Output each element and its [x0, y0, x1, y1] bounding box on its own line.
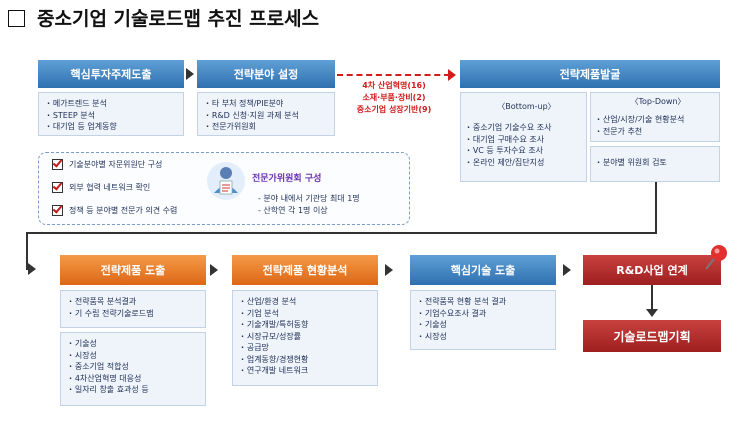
checkbox-square-icon [8, 10, 25, 27]
roadmap-plan-header: 기술로드맵기획 [583, 320, 721, 352]
list-item: 기술개발/특허동향 [241, 319, 377, 331]
list-item: 전략품목 현황 분석 결과 [419, 296, 555, 308]
list-item: 기술성 [69, 338, 205, 350]
red-note: 소재·부품·장비(2) [362, 93, 426, 102]
bottom-up-list: 중소기업 기술수요 조사 대기업 구매수요 조사 VC 등 투자수요 조사 온라… [467, 122, 586, 168]
top-down-list: 산업/시장/기술 현황분석 전문가 추천 [597, 114, 719, 137]
arrow-down-icon [646, 309, 658, 317]
list-item: - 분야 내에서 기관당 최대 1명 [258, 194, 360, 203]
top-down-panel: 〈Top-Down〉 산업/시장/기술 현황분석 전문가 추천 [590, 92, 720, 142]
red-notes: 4차 산업혁명(16) 소재·부품·장비(2) 중소기업 성장기반(9) [342, 80, 446, 116]
product-status-header: 전략제품 현황분석 [232, 255, 378, 285]
page-title: 중소기업 기술로드맵 추진 프로세스 [8, 4, 319, 31]
list-item: 중소기업 적합성 [69, 361, 205, 373]
arrow-right-icon [563, 264, 571, 276]
list-item: 대기업 등 업계동향 [47, 121, 183, 133]
checklist-item: 외부 협력 네트워크 확인 [52, 182, 150, 193]
list-item: 산업/시장/기술 현황분석 [597, 114, 719, 126]
list-item: R&D 신청·지원 과제 분석 [206, 110, 334, 122]
committee-review-list: 분야별 위원회 검토 [597, 157, 719, 169]
product-derivation-panel: 전략품목 분석결과 기 수립 전략기술로드맵 [60, 290, 206, 328]
list-item: 기 수립 전략기술로드맵 [69, 308, 205, 320]
list-item: 전략품목 분석결과 [69, 296, 205, 308]
list-item: 산업/환경 분석 [241, 296, 377, 308]
product-derivation-header: 전략제품 도출 [60, 255, 206, 285]
list-item: 시장규모/성장률 [241, 331, 377, 343]
list-item: 분야별 위원회 검토 [597, 157, 719, 169]
connector-line [26, 232, 28, 270]
list-item: - 산학연 각 1명 이상 [258, 206, 328, 215]
red-note: 4차 산업혁명(16) [362, 81, 426, 90]
red-note: 중소기업 성장기반(9) [356, 105, 432, 114]
list-item: 전문가 추천 [597, 126, 719, 138]
list-item: 중소기업 기술수요 조사 [467, 122, 586, 134]
list-item: 대기업 구매수요 조사 [467, 134, 586, 146]
list-item: VC 등 투자수요 조사 [467, 145, 586, 157]
core-topic-panel: 메가트렌드 분석 STEEP 분석 대기업 등 업계동향 [38, 92, 184, 136]
strategy-field-list: 타 부처 정책/PIE분야 R&D 신청·지원 과제 분석 전문가위원회 [206, 98, 334, 133]
arrow-right-icon [28, 263, 36, 275]
arrow-right-icon [448, 69, 456, 81]
checked-box-icon [52, 159, 63, 170]
bottom-up-subtitle: 〈Bottom-up〉 [497, 102, 556, 111]
list-item: 기술성 [419, 319, 555, 331]
arrow-right-icon [210, 264, 218, 276]
rnd-link-header: R&D사업 연계 [583, 255, 721, 285]
strategic-product-header: 전략제품발굴 [460, 60, 720, 88]
pushpin-icon [700, 243, 730, 273]
list-item: 타 부처 정책/PIE분야 [206, 98, 334, 110]
committee-review-panel: 분야별 위원회 검토 [590, 146, 720, 182]
core-topic-list: 메가트렌드 분석 STEEP 분석 대기업 등 업계동향 [47, 98, 183, 133]
list-item: STEEP 분석 [47, 110, 183, 122]
arrow-right-icon [385, 264, 393, 276]
connector-line [651, 285, 653, 311]
checked-box-icon [52, 182, 63, 193]
strategy-field-panel: 타 부처 정책/PIE분야 R&D 신청·지원 과제 분석 전문가위원회 [197, 92, 335, 136]
list-item: 전문가위원회 [206, 121, 334, 133]
product-status-panel: 산업/환경 분석 기업 분석 기술개발/특허동향 시장규모/성장률 공급망 업계… [232, 290, 378, 386]
list-item: 메가트렌드 분석 [47, 98, 183, 110]
dashed-arrow-line [337, 74, 450, 76]
product-criteria-panel: 기술성 시장성 중소기업 적합성 4차산업혁명 대응성 일자리 창출 효과성 등 [60, 332, 206, 406]
bottom-up-panel: 〈Bottom-up〉 중소기업 기술수요 조사 대기업 구매수요 조사 VC … [460, 92, 587, 182]
checked-box-icon [52, 205, 63, 216]
list-item: 온라인 제안/집단지성 [467, 157, 586, 169]
top-down-subtitle: 〈Top-Down〉 [630, 97, 686, 106]
arrow-right-icon [186, 68, 194, 80]
connector-line [26, 232, 657, 234]
core-tech-list: 전략품목 현황 분석 결과 기업수요조사 결과 기술성 시장성 [419, 296, 555, 342]
connector-line [655, 182, 657, 234]
list-item: 일자리 창출 효과성 등 [69, 384, 205, 396]
list-item: 연구개발 네트워크 [241, 365, 377, 377]
list-item: 기업 분석 [241, 308, 377, 320]
product-status-list: 산업/환경 분석 기업 분석 기술개발/특허동향 시장규모/성장률 공급망 업계… [241, 296, 377, 377]
core-topic-header: 핵심투자주제도출 [38, 60, 184, 88]
committee-title: 전문가위원회 구성 [252, 174, 322, 184]
list-item: 업계동향/경쟁현황 [241, 354, 377, 366]
product-derivation-list: 전략품목 분석결과 기 수립 전략기술로드맵 [69, 296, 205, 319]
product-criteria-list: 기술성 시장성 중소기업 적합성 4차산업혁명 대응성 일자리 창출 효과성 등 [69, 338, 205, 396]
list-item: 기업수요조사 결과 [419, 308, 555, 320]
list-item: 시장성 [69, 350, 205, 362]
core-tech-header: 핵심기술 도출 [410, 255, 556, 285]
committee-items: - 분야 내에서 기관당 최대 1명 - 산학연 각 1명 이상 [258, 193, 360, 217]
list-item: 4차산업혁명 대응성 [69, 373, 205, 385]
list-item: 공급망 [241, 342, 377, 354]
title-text: 중소기업 기술로드맵 추진 프로세스 [37, 8, 320, 30]
checklist-item: 정책 등 분야별 전문가 의견 수렴 [52, 205, 177, 216]
core-tech-panel: 전략품목 현황 분석 결과 기업수요조사 결과 기술성 시장성 [410, 290, 556, 350]
list-item: 시장성 [419, 331, 555, 343]
expert-committee-icon [206, 161, 246, 201]
strategy-field-header: 전략분야 설정 [197, 60, 335, 88]
checklist-item: 기술분야별 자문위원단 구성 [52, 159, 162, 170]
